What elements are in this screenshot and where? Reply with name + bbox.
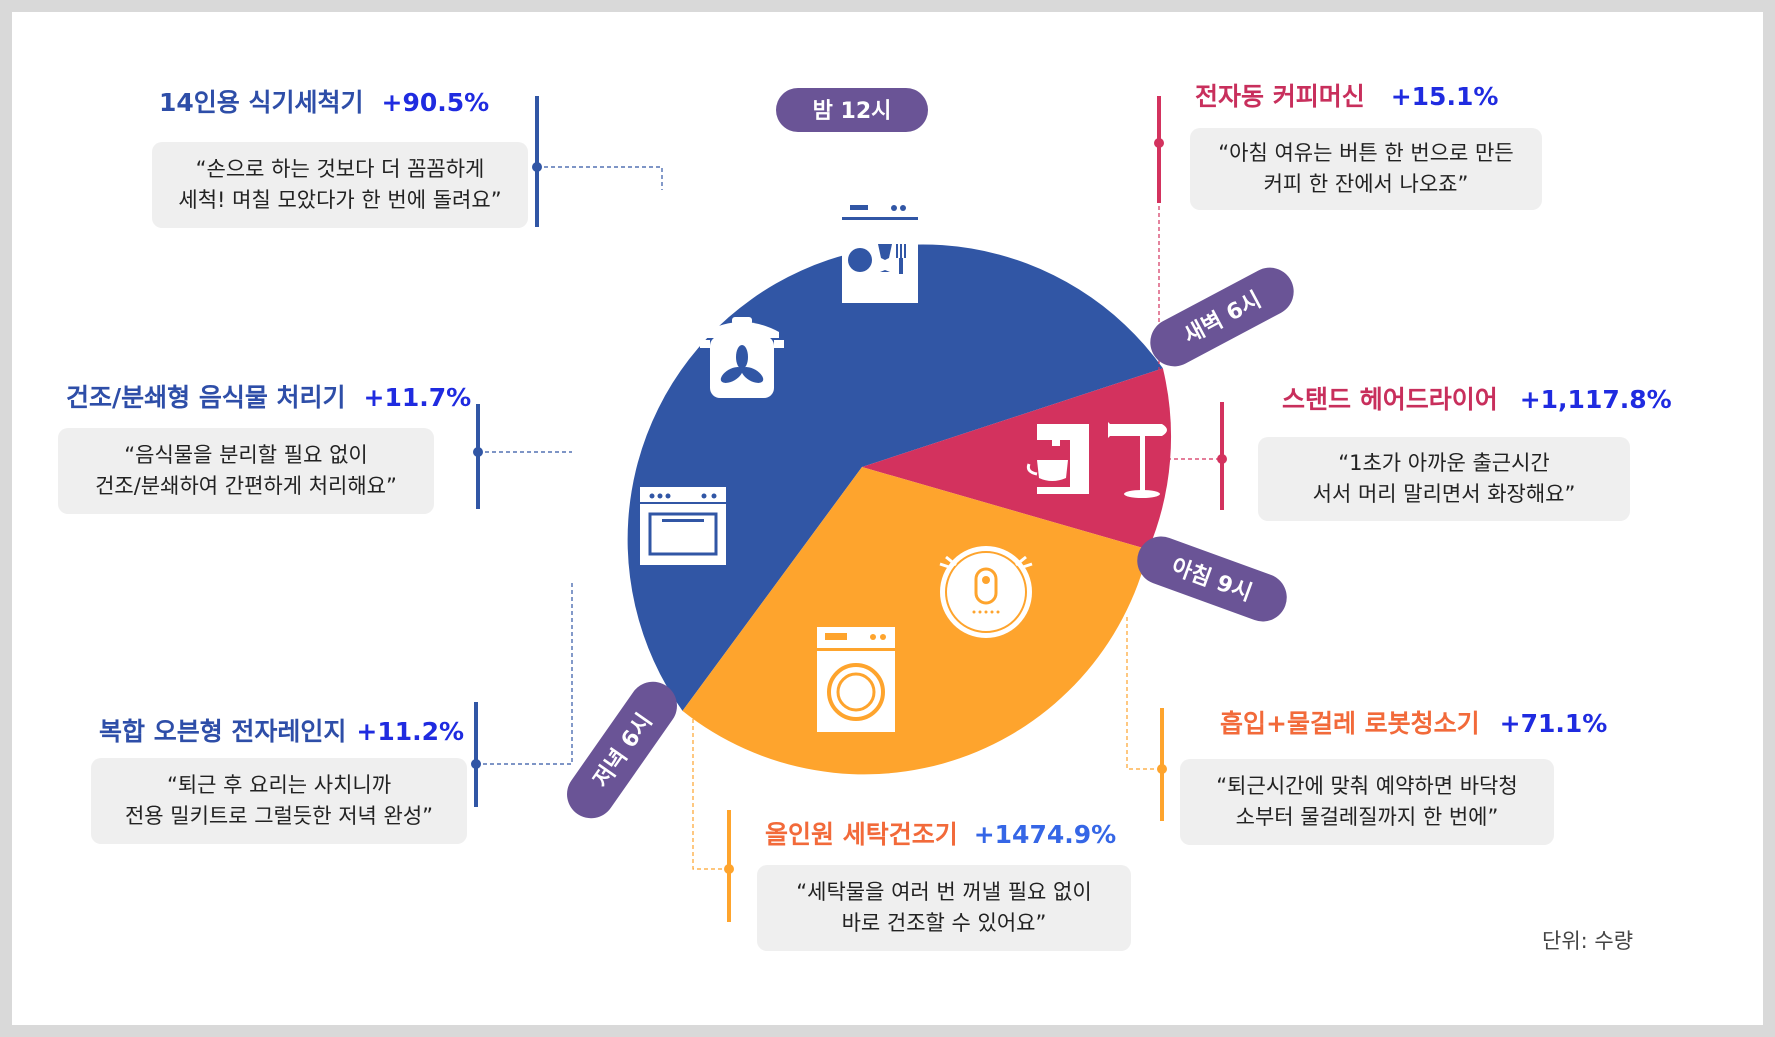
pill-dawn: 새벽 6시 [1150, 267, 1294, 367]
washer-name: 올인원 세탁건조기 [765, 820, 958, 849]
dishwasher-quote-line2: 세척! 며칠 모았다가 한 번에 돌려요” [178, 188, 502, 212]
dishwasher-dot [532, 162, 542, 172]
washer-dot [724, 864, 734, 874]
food-waste-title: 건조/분쇄형 음식물 처리기 +11.7% [66, 383, 471, 413]
pill-midnight: 밤 12시 [776, 88, 928, 132]
dishwasher-connector [537, 166, 663, 190]
dishwasher-quote: “손으로 하는 것보다 더 꼼꼼하게 세척! 며칠 모았다가 한 번에 돌려요” [152, 142, 528, 228]
robot-quote: “퇴근시간에 맞춰 예약하면 바닥청 소부터 물걸레질까지 한 번에” [1180, 759, 1554, 845]
robot-connector [1126, 617, 1162, 770]
coffee-pct: +15.1% [1390, 82, 1499, 111]
food-waste-quote: “음식물을 분리할 필요 없이 건조/분쇄하여 간편하게 처리해요” [58, 428, 434, 514]
robot-name: 흡입+물걸레 로봇청소기 [1220, 709, 1480, 738]
dishwasher-title: 14인용 식기세척기 +90.5% [159, 88, 489, 118]
pie-diagram: 밤 12시 새벽 6시 아침 9시 저녁 6시 [471, 88, 1294, 922]
hairdryer-quote: “1초가 아까운 출근시간 서서 머리 말리면서 화장해요” [1258, 437, 1630, 521]
oven-title: 복합 오븐형 전자레인지 +11.2% [99, 717, 464, 747]
coffee-quote: “아침 여유는 버튼 한 번으로 만든 커피 한 잔에서 나오죠” [1190, 128, 1542, 210]
robot-quote-line1: “퇴근시간에 맞춰 예약하면 바닥청 [1216, 774, 1518, 798]
food-waste-quote-line2: 건조/분쇄하여 간편하게 처리해요” [95, 474, 397, 498]
unit-label: 단위: 수량 [1542, 929, 1634, 953]
washer-pct: +1474.9% [973, 820, 1117, 849]
washer-quote-line1: “세탁물을 여러 번 꺼낼 필요 없이 [796, 880, 1092, 904]
dishwasher-quote-line1: “손으로 하는 것보다 더 꼼꼼하게 [195, 157, 485, 181]
hairdryer-quote-line2: 서서 머리 말리면서 화장해요” [1312, 482, 1576, 506]
hairdryer-icon [1108, 422, 1167, 498]
robot-dot [1157, 764, 1167, 774]
dishwasher-pct: +90.5% [381, 88, 490, 117]
coffee-quote-line2: 커피 한 잔에서 나오죠” [1263, 172, 1469, 196]
oven-dot [471, 759, 481, 769]
food-waste-name: 건조/분쇄형 음식물 처리기 [66, 383, 346, 412]
pill-morning: 아침 9시 [1137, 536, 1287, 622]
hairdryer-quote-line1: “1초가 아까운 출근시간 [1338, 451, 1550, 475]
washer-quote: “세탁물을 여러 번 꺼낼 필요 없이 바로 건조할 수 있어요” [757, 865, 1131, 951]
food-waste-pct: +11.7% [363, 383, 472, 412]
coffee-machine-icon [1026, 424, 1089, 494]
robot-title: 흡입+물걸레 로봇청소기 +71.1% [1220, 709, 1607, 739]
oven-pct: +11.2% [356, 717, 465, 746]
hairdryer-dot [1217, 454, 1227, 464]
hairdryer-name: 스탠드 헤어드라이어 [1282, 385, 1498, 414]
coffee-quote-line1: “아침 여유는 버튼 한 번으로 만든 [1218, 141, 1514, 165]
washer-title: 올인원 세탁건조기 +1474.9% [765, 820, 1116, 850]
day-wedge [682, 467, 1149, 775]
rice-cooker-icon [700, 317, 784, 398]
hairdryer-title: 스탠드 헤어드라이어 +1,117.8% [1282, 385, 1672, 415]
dishwasher-name: 14인용 식기세척기 [159, 88, 364, 117]
oven-icon [640, 487, 726, 565]
oven-quote-line2: 전용 밀키트로 그럴듯한 저녁 완성” [124, 804, 434, 828]
coffee-name: 전자동 커피머신 [1195, 82, 1365, 111]
oven-connector [476, 582, 573, 765]
robot-quote-line2: 소부터 물걸레질까지 한 번에” [1235, 805, 1499, 829]
pill-midnight-label: 밤 12시 [813, 99, 892, 124]
oven-name: 복합 오븐형 전자레인지 [99, 717, 347, 746]
hairdryer-pct: +1,117.8% [1519, 385, 1672, 414]
dishwasher-icon [842, 199, 918, 303]
washer-quote-line2: 바로 건조할 수 있어요” [841, 911, 1047, 935]
food-waste-quote-line1: “음식물을 분리할 필요 없이 [124, 443, 368, 467]
oven-quote-line1: “퇴근 후 요리는 사치니까 [166, 773, 392, 797]
washer-connector [692, 712, 729, 870]
dawn-wedge [862, 368, 1172, 550]
oven-quote: “퇴근 후 요리는 사치니까 전용 밀키트로 그럴듯한 저녁 완성” [91, 758, 467, 844]
coffee-dot [1154, 138, 1164, 148]
robot-vacuum-icon [939, 546, 1033, 638]
washing-machine-icon [817, 627, 895, 732]
food-waste-dot [473, 447, 483, 457]
coffee-title: 전자동 커피머신 +15.1% [1195, 82, 1498, 112]
pill-evening: 저녁 6시 [567, 681, 677, 819]
robot-pct: +71.1% [1499, 709, 1608, 738]
infographic-frame: 밤 12시 새벽 6시 아침 9시 저녁 6시 [12, 12, 1763, 1025]
